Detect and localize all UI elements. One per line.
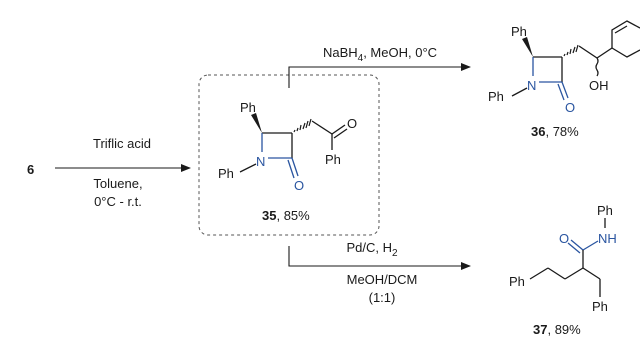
compound-37-number: 37 <box>533 322 547 337</box>
compound-36-o-lactam: O <box>565 100 575 115</box>
compound-35-structure <box>239 113 348 179</box>
top-route-arrow <box>288 63 471 88</box>
compound-35-o-ketone: O <box>347 116 357 131</box>
compound-37-ph-benzyl: Ph <box>592 299 608 314</box>
compound-35-number: 35 <box>262 208 276 223</box>
compound-35-ph-top: Ph <box>240 100 256 115</box>
compound-35-caption: 35, 85% <box>262 208 310 223</box>
compound-37-yield: , 89% <box>547 322 581 337</box>
bottom-route-ratio: (1:1) <box>369 290 396 305</box>
starting-material-label: 6 <box>27 162 34 177</box>
top-route-reagent-subscript: 4 <box>358 53 364 64</box>
top-route-conditions-rest: , MeOH, 0°C <box>363 45 437 60</box>
compound-37-ph-n: Ph <box>597 203 613 218</box>
compound-36-n: N <box>527 78 536 93</box>
bottom-route-solvent: MeOH/DCM <box>347 272 418 287</box>
compound-36-ph-n: Ph <box>488 89 504 104</box>
bottom-route-catalyst-subscript: 2 <box>392 248 398 259</box>
compound-37-o: O <box>559 231 569 246</box>
compound-37-ph-chain: Ph <box>509 274 525 289</box>
compound-35-o-lactam: O <box>294 178 304 193</box>
compound-37-structure <box>529 218 606 297</box>
top-route-reagent: NaBH <box>323 45 358 60</box>
compound-35-n: N <box>256 154 265 169</box>
compound-36-yield: , 78% <box>545 124 579 139</box>
bottom-route-arrow <box>288 246 471 270</box>
step1-temperature: 0°C - r.t. <box>94 194 142 209</box>
compound-37-nh: NH <box>598 231 617 246</box>
top-route-conditions: NaBH4, MeOH, 0°C <box>323 45 437 64</box>
compound-36-oh: OH <box>589 78 609 93</box>
compound-35-ph-n: Ph <box>218 166 234 181</box>
step1-reagent: Triflic acid <box>93 136 151 151</box>
compound-36-number: 36 <box>531 124 545 139</box>
compound-36-ph-top: Ph <box>511 24 527 39</box>
compound-36-structure <box>511 20 640 101</box>
bottom-route-catalyst: Pd/C, H2 <box>346 240 398 259</box>
step1-solvent: Toluene, <box>93 176 142 191</box>
compound-35-ph-ketone: Ph <box>325 152 341 167</box>
bottom-route-catalyst-main: Pd/C, H <box>346 240 392 255</box>
compound-36-caption: 36, 78% <box>531 124 579 139</box>
compound-37-caption: 37, 89% <box>533 322 581 337</box>
compound-35-yield: , 85% <box>276 208 310 223</box>
